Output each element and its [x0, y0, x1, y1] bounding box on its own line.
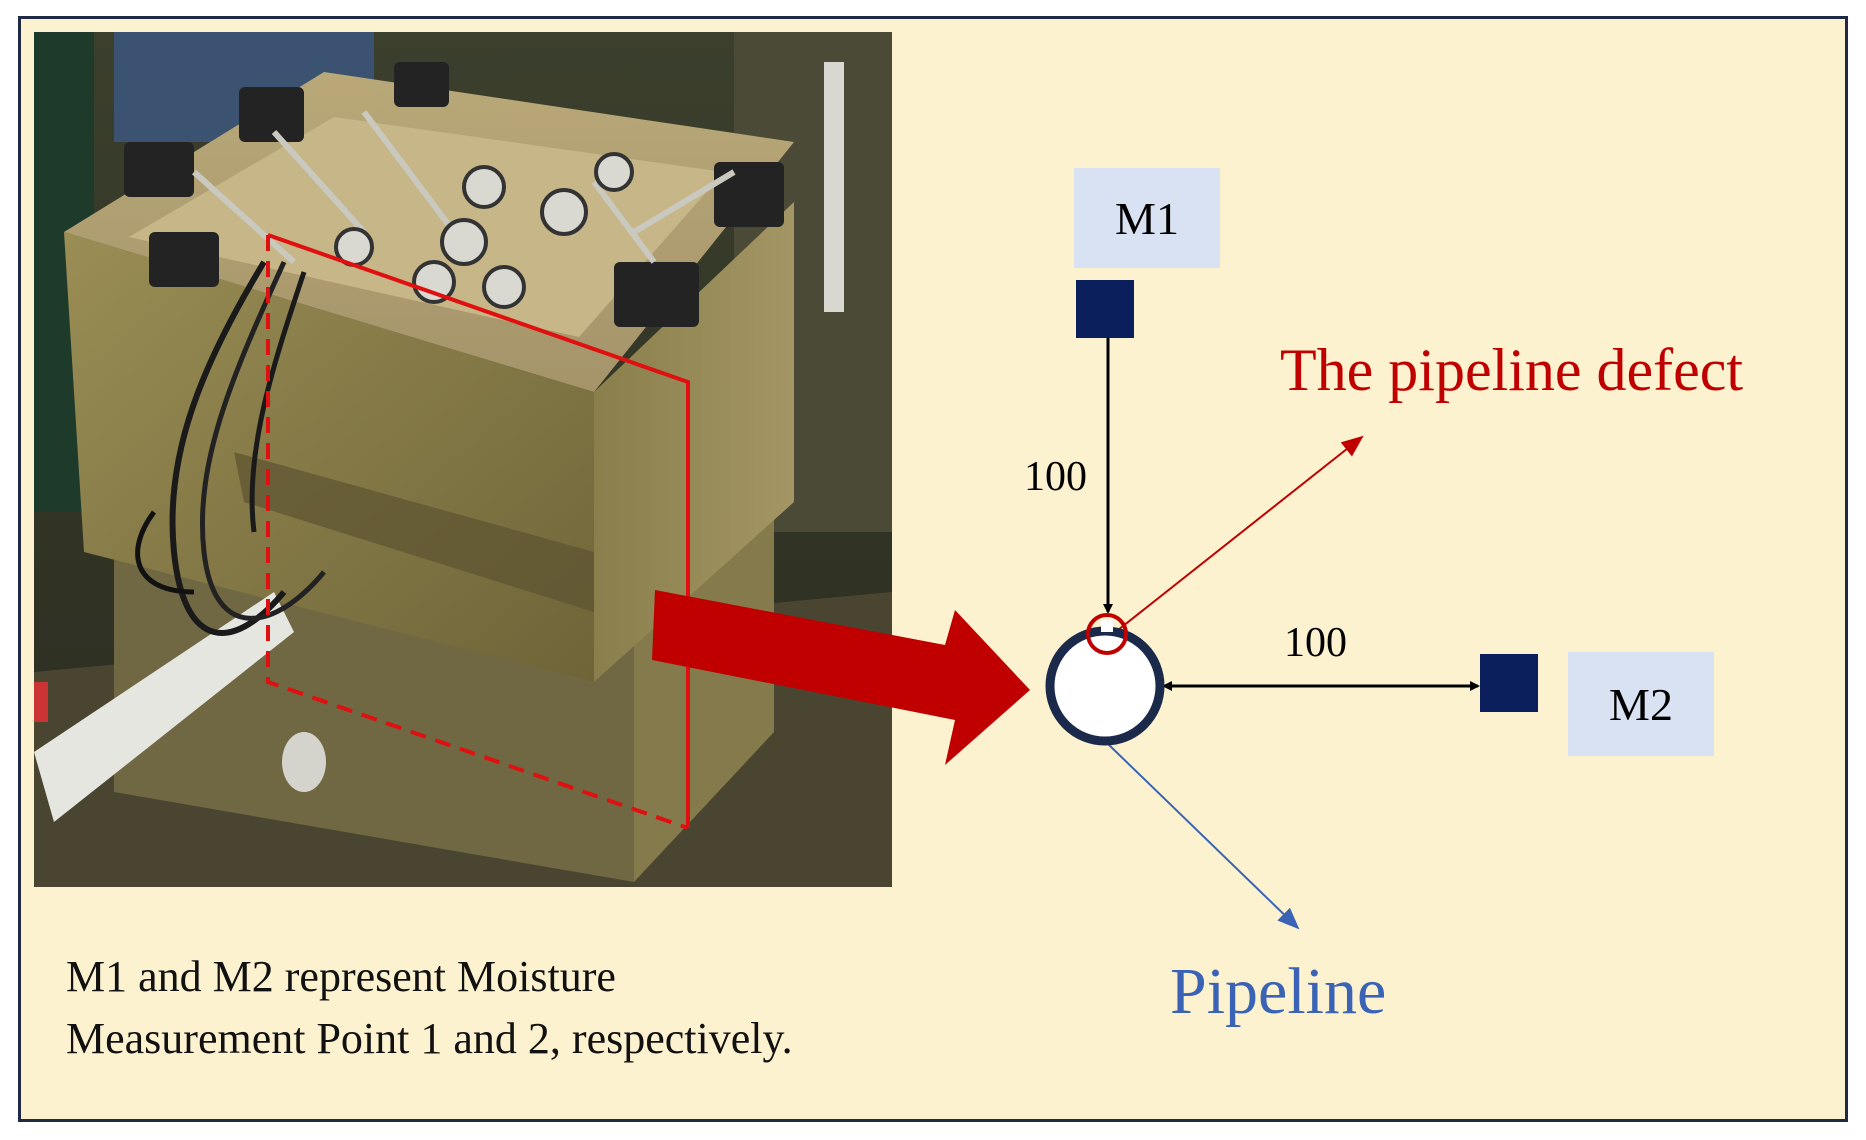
defect-label: The pipeline defect — [1280, 337, 1743, 403]
distance-label-horizontal: 100 — [1284, 620, 1347, 666]
pipeline-leader-arrow — [1107, 743, 1300, 930]
m2-label-text: M2 — [1609, 678, 1673, 730]
defect-marker-icon — [1086, 613, 1128, 655]
caption-line-2: Measurement Point 1 and 2, respectively. — [66, 1014, 793, 1063]
caption-line-1: M1 and M2 represent Moisture — [66, 952, 616, 1001]
defect-leader-arrow — [1117, 435, 1364, 631]
m1-sensor-icon — [1076, 280, 1134, 338]
m2-sensor-icon — [1480, 654, 1538, 712]
distance-label-vertical: 100 — [1024, 454, 1087, 500]
m2-label: M2 — [1568, 652, 1714, 756]
transfer-arrow-icon — [652, 590, 1030, 765]
caption: M1 and M2 represent Moisture Measurement… — [66, 946, 966, 1070]
section-plane-outline — [266, 233, 690, 830]
pipeline-label: Pipeline — [1170, 955, 1386, 1028]
m1-label: M1 — [1074, 168, 1220, 268]
experiment-box-photo — [34, 32, 892, 887]
m1-label-text: M1 — [1115, 192, 1179, 244]
pipe-ring-icon — [1045, 626, 1165, 746]
